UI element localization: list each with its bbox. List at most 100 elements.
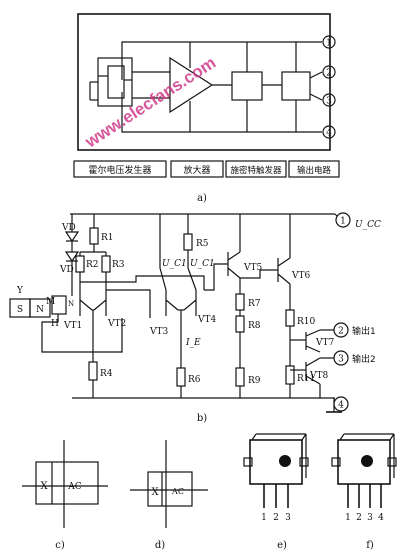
caption-c: c) [55, 540, 65, 551]
vcc-label: U_CC [355, 220, 381, 230]
pin-1-label: 1 [326, 39, 332, 49]
svg-text:M: M [46, 297, 55, 307]
svg-text:U_C1: U_C1 [162, 259, 187, 269]
output-circuit-box [281, 71, 311, 101]
svg-text:R1: R1 [101, 233, 114, 243]
svg-text:4: 4 [338, 401, 344, 411]
svg-text:R10: R10 [297, 317, 316, 327]
diode-1-label: VD [61, 223, 76, 233]
hall-element [51, 295, 67, 315]
svg-text:VT3: VT3 [149, 327, 169, 337]
panel-d-package: X AC d) [130, 440, 208, 551]
svg-text:N: N [68, 300, 74, 308]
output-2-label: 输出2 [352, 353, 376, 365]
chip-outline [77, 13, 331, 151]
r6 [176, 367, 186, 387]
block-label-amplifier: 放大器 [183, 164, 210, 176]
chip-c-text: AC [67, 482, 81, 492]
svg-text:2: 2 [356, 513, 362, 523]
svg-text:VT4: VT4 [197, 315, 217, 325]
r1 [89, 227, 99, 245]
diode-2-symbol [64, 251, 80, 263]
svg-text:VT1: VT1 [63, 321, 82, 331]
b-pin-1-circle [335, 212, 351, 228]
svg-text:R8: R8 [248, 321, 261, 331]
chip-f-body [337, 439, 391, 485]
svg-text:S: S [17, 305, 23, 315]
panel-a-block-diagram: 1 2 3 4 霍尔电压发生器 放大器 施密特触发器 输出电路 a) [73, 13, 340, 204]
chip-e-body [249, 439, 303, 485]
block-label-schmitt: 施密特触发器 [230, 165, 282, 176]
panel-b-schematic: 1 U_CC VD VD Y S N M H N R1 R2 [9, 212, 381, 424]
panel-f-package: 1 2 3 4 f) [331, 433, 397, 551]
diode-2-label: VD [59, 265, 74, 275]
svg-text:I_E: I_E [185, 338, 201, 348]
caption-b: b) [197, 413, 207, 424]
svg-text:VT6: VT6 [291, 271, 311, 281]
output-1-label: 输出1 [352, 325, 376, 337]
svg-text:X: X [40, 481, 48, 492]
svg-text:3: 3 [338, 355, 344, 365]
r10 [285, 309, 295, 327]
pin-3-circle [322, 93, 336, 107]
pin-4-circle [322, 125, 336, 139]
r5 [183, 233, 193, 251]
pin-4-label: 4 [326, 129, 332, 139]
r7 [235, 293, 245, 311]
caption-e: e) [277, 540, 287, 551]
pin-2-label: 2 [326, 69, 332, 79]
b-pin-3-circle [333, 350, 349, 366]
svg-text:H: H [51, 319, 59, 329]
watermark: www.elecfans.com [81, 53, 219, 152]
r3 [101, 255, 111, 273]
caption-a: a) [197, 193, 207, 204]
pin-3-label: 3 [326, 97, 332, 107]
r9 [235, 367, 245, 387]
svg-text:VT8: VT8 [309, 371, 329, 381]
svg-text:U_C1: U_C1 [190, 259, 215, 269]
svg-text:1: 1 [340, 217, 346, 227]
hall-generator-block [89, 57, 133, 107]
r8 [235, 315, 245, 333]
svg-text:2: 2 [273, 513, 279, 523]
chip-f-dot [361, 455, 373, 467]
svg-text:R3: R3 [112, 260, 125, 270]
svg-text:X: X [151, 487, 159, 498]
magnet-n [29, 298, 51, 318]
b-pin-2-circle [333, 322, 349, 338]
svg-text:4: 4 [378, 513, 384, 523]
panel-c-package: X AC c) [22, 440, 108, 551]
chip-e-dot [279, 455, 291, 467]
svg-text:R5: R5 [196, 239, 209, 249]
svg-text:1: 1 [345, 513, 351, 523]
pin-2-circle [322, 65, 336, 79]
svg-text:R2: R2 [86, 260, 99, 270]
svg-text:Y: Y [16, 286, 24, 296]
r2 [75, 255, 85, 273]
block-label-output: 输出电路 [297, 165, 332, 176]
svg-text:1: 1 [261, 513, 267, 523]
svg-text:VT2: VT2 [107, 319, 126, 329]
b-pin-4-circle [333, 396, 349, 412]
svg-text:R9: R9 [248, 376, 261, 386]
r4 [88, 361, 98, 381]
svg-text:VT5: VT5 [243, 263, 263, 273]
panel-e-package: 1 2 3 e) [243, 433, 309, 551]
chip-c-body [35, 461, 99, 505]
block-label-hall: 霍尔电压发生器 [88, 164, 151, 176]
caption-f: f) [366, 540, 374, 551]
amplifier-triangle [169, 56, 214, 114]
caption-d: d) [155, 540, 165, 551]
svg-text:R6: R6 [188, 375, 201, 385]
diode-1-symbol [64, 231, 80, 243]
svg-text:R4: R4 [100, 369, 113, 379]
chip-d-text: AC [171, 487, 184, 496]
svg-text:3: 3 [285, 513, 291, 523]
pin-1-circle [322, 35, 336, 49]
svg-text:N: N [36, 305, 44, 315]
svg-text:3: 3 [367, 513, 373, 523]
svg-text:2: 2 [338, 327, 344, 337]
svg-text:VT7: VT7 [315, 338, 335, 348]
schmitt-trigger-box [231, 71, 263, 101]
